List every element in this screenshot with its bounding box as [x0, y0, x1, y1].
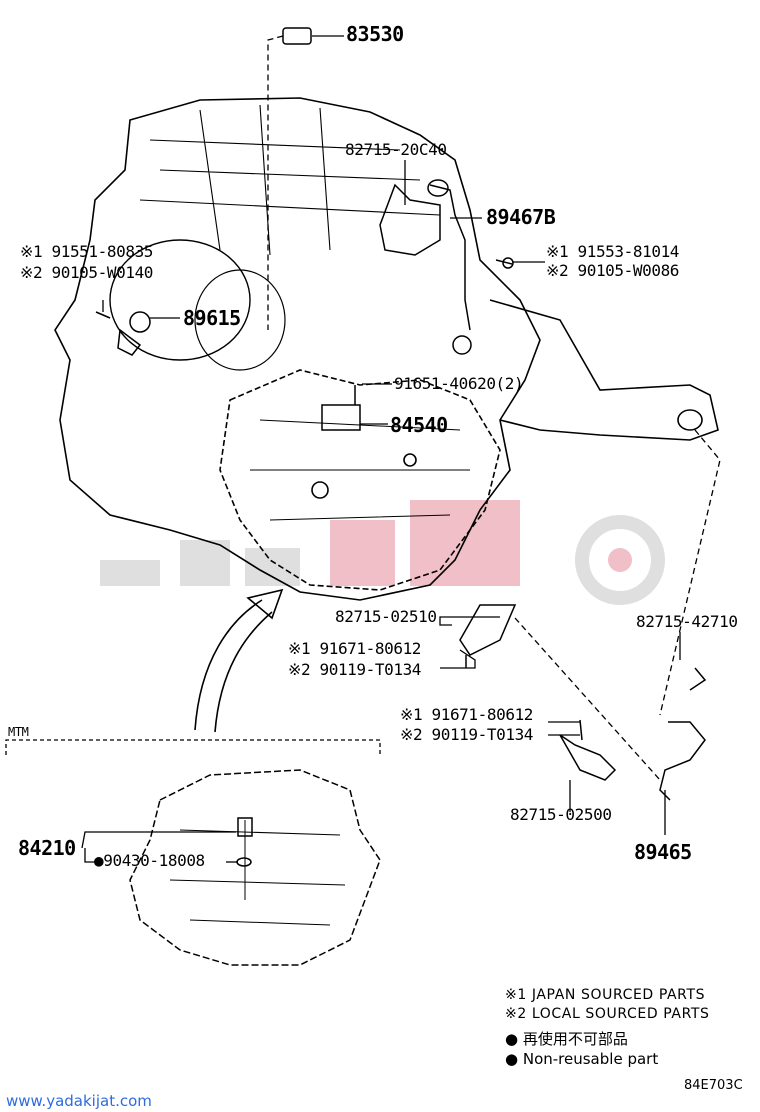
part-91651-40620-label: 91651-40620(2)	[394, 374, 524, 393]
leader-lines	[5, 35, 721, 863]
part-91551-80835-label: ※1 91551-80835	[20, 242, 154, 261]
mtm-transaxle-drawing	[129, 769, 381, 966]
mtm-arrow	[194, 588, 284, 733]
legend-non-reusable-jp: ● 再使用不可部品	[505, 1030, 628, 1048]
engine-transaxle-drawing	[54, 97, 719, 601]
legend-japan-sourced: ※1 JAPAN SOURCED PARTS	[505, 987, 706, 1003]
part-90119-t0134-b-label: ※2 90119-T0134	[400, 725, 534, 744]
part-84210-label: 84210	[18, 836, 76, 860]
part-89465-label: 89465	[634, 840, 692, 864]
legend-non-reusable-en: ● Non-reusable part	[505, 1050, 659, 1068]
legend-local-sourced: ※2 LOCAL SOURCED PARTS	[505, 1006, 710, 1022]
website-link[interactable]: www.yadakijat.com	[6, 1092, 152, 1110]
watermark-logo	[100, 500, 665, 605]
part-82715-42710-label: 82715-42710	[636, 612, 738, 631]
part-89467b-label: 89467B	[486, 205, 556, 229]
part-84540-label: 84540	[390, 413, 448, 437]
part-82715-02500-label: 82715-02500	[510, 805, 612, 824]
part-83530-label: 83530	[346, 22, 404, 46]
part-90119-t0134-a-label: ※2 90119-T0134	[288, 660, 422, 679]
part-91671-80612-a-label: ※1 91671-80612	[288, 639, 422, 658]
part-91671-80612-b-label: ※1 91671-80612	[400, 705, 534, 724]
mtm-section-label: MTM	[8, 725, 29, 739]
part-89615-label: 89615	[183, 306, 241, 330]
small-parts	[95, 27, 707, 801]
part-90430-18008-label: ●90430-18008	[94, 851, 205, 870]
part-90105-w0086-label: ※2 90105-W0086	[546, 261, 680, 280]
part-82715-02510-label: 82715-02510	[335, 607, 437, 626]
part-82715-20c40-label: 82715-20C40	[345, 140, 447, 159]
part-90105-w0140-label: ※2 90105-W0140	[20, 263, 154, 282]
diagram-code: 84E703C	[684, 1078, 743, 1093]
part-91553-81014-label: ※1 91553-81014	[546, 242, 680, 261]
